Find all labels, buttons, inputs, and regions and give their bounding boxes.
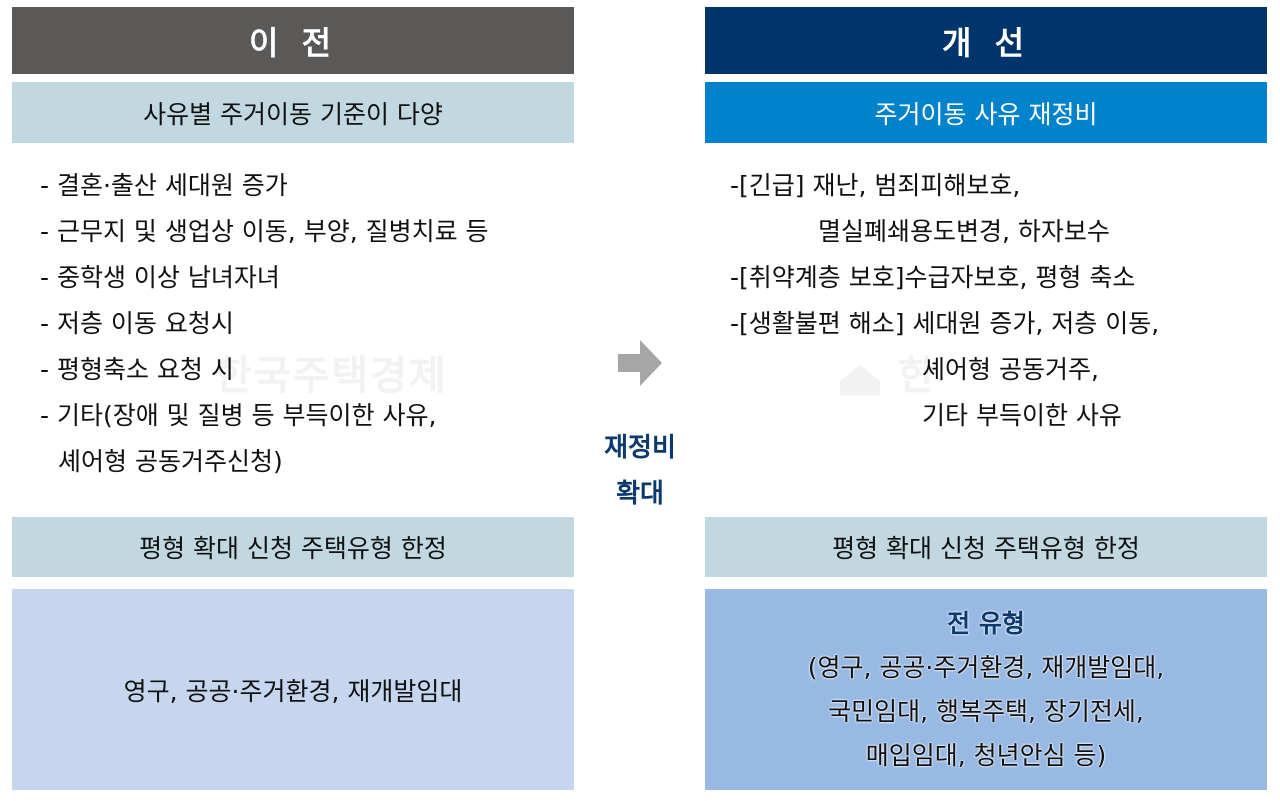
after-housing-line: 매입임대, 청년안심 등) xyxy=(865,740,1107,770)
expansion-label-line1: 재정비 xyxy=(604,433,676,463)
after-subheader: 주거이동 사유 재정비 xyxy=(705,82,1267,143)
expansion-label-line2: 확대 xyxy=(616,479,664,509)
after-housing-types: 전 유형 (영구, 공공·주거환경, 재개발임대, 국민임대, 행복주택, 장기… xyxy=(705,589,1267,790)
list-item: - 근무지 및 생업상 이동, 부양, 질병치료 등 xyxy=(40,217,489,246)
arrow-right-icon xyxy=(618,340,662,386)
before-reason-list: - 결혼·출산 세대원 증가 - 근무지 및 생업상 이동, 부양, 질병치료 … xyxy=(40,163,580,485)
list-item: - 평형축소 요청 시 xyxy=(40,355,234,384)
before-subheader: 사유별 주거이동 기준이 다양 xyxy=(12,82,574,143)
list-item: - 결혼·출산 세대원 증가 xyxy=(40,171,288,200)
list-item: -[생활불편 해소] 세대원 증가, 저층 이동, xyxy=(730,309,1160,338)
list-item: 기타 부득이한 사유 xyxy=(922,401,1122,430)
after-reason-list: -[긴급] 재난, 범죄피해보호, 멸실폐쇄용도변경, 하자보수 -[취약계층 … xyxy=(730,163,1270,439)
watermark-right: 한 xyxy=(838,343,937,401)
building-icon xyxy=(838,361,882,395)
list-item: 셰어형 공동거주신청) xyxy=(58,447,283,476)
list-item: 멸실폐쇄용도변경, 하자보수 xyxy=(818,217,1110,246)
before-header: 이 전 xyxy=(12,7,574,74)
after-band: 평형 확대 신청 주택유형 한정 xyxy=(705,517,1267,577)
list-item: 셰어형 공동거주, xyxy=(922,355,1099,384)
after-housing-line: (영구, 공공·주거환경, 재개발임대, xyxy=(807,652,1165,682)
watermark-left: 한국주택경제 xyxy=(215,353,448,399)
before-housing-types: 영구, 공공·주거환경, 재개발임대 xyxy=(12,589,574,790)
list-item: -[긴급] 재난, 범죄피해보호, xyxy=(730,171,1021,200)
list-item: -[취약계층 보호]수급자보호, 평형 축소 xyxy=(730,263,1136,292)
expansion-label: 재정비 확대 xyxy=(590,425,690,517)
before-band: 평형 확대 신청 주택유형 한정 xyxy=(12,517,574,577)
list-item: - 저층 이동 요청시 xyxy=(40,309,234,338)
after-housing-line: 국민임대, 행복주택, 장기전세, xyxy=(828,696,1144,726)
watermark-right-text: 한 xyxy=(897,353,937,399)
list-item: - 중학생 이상 남녀자녀 xyxy=(40,263,280,292)
after-header: 개 선 xyxy=(705,7,1267,74)
list-item: - 기타(장애 및 질병 등 부득이한 사유, xyxy=(40,401,437,430)
after-housing-title: 전 유형 xyxy=(947,608,1025,638)
